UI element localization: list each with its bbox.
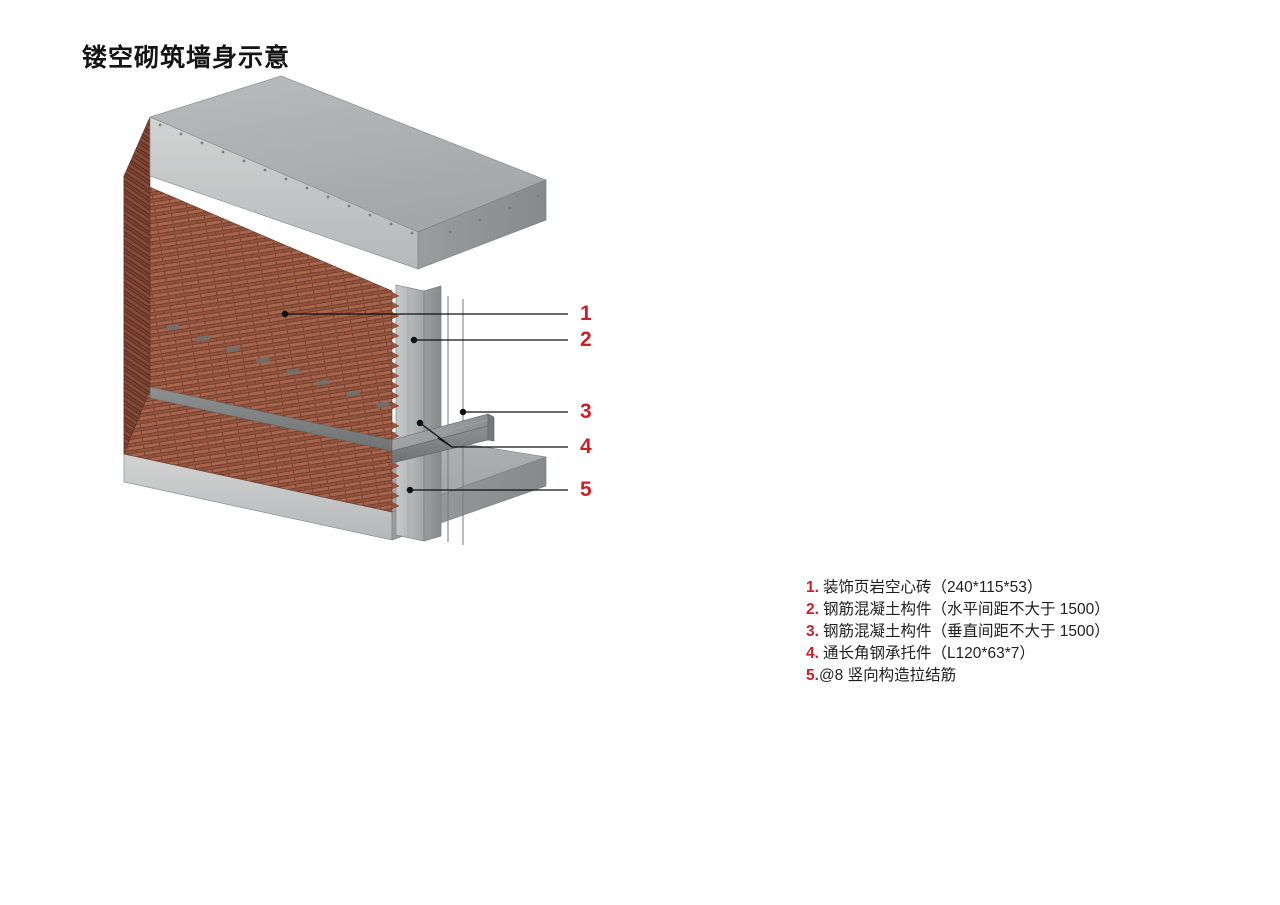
- leader-lines: [281, 310, 568, 494]
- legend-item-1: 1. 装饰页岩空心砖（240*115*53）: [806, 577, 1226, 599]
- top-slab: [148, 75, 547, 270]
- legend-text-3: 钢筋混凝土构件（垂直间距不大于 1500）: [822, 623, 1110, 640]
- leader-dot-3: [459, 408, 467, 416]
- legend-index-2: 2.: [806, 601, 819, 618]
- legend-text-4: 通长角钢承托件（L120*63*7）: [822, 645, 1035, 662]
- legend-item-5: 5. @8 竖向构造拉结筋: [806, 665, 1226, 687]
- callout-number-3: 3: [580, 400, 592, 423]
- legend-index-4: 4.: [806, 645, 819, 662]
- embedded-tie-anchors: [166, 324, 390, 408]
- legend-item-4: 4. 通长角钢承托件（L120*63*7）: [806, 643, 1226, 665]
- page-title: 镂空砌筑墙身示意: [82, 44, 291, 72]
- diagram-canvas: [123, 75, 568, 545]
- legend-text-1: 装饰页岩空心砖（240*115*53）: [822, 579, 1043, 596]
- callout-number-2: 2: [580, 328, 592, 351]
- legend-item-2: 2. 钢筋混凝土构件（水平间距不大于 1500）: [806, 599, 1226, 621]
- legend-index-1: 1.: [806, 579, 819, 596]
- concrete-column: [395, 284, 442, 542]
- legend-index-3: 3.: [806, 623, 819, 640]
- legend: 1. 装饰页岩空心砖（240*115*53） 2. 钢筋混凝土构件（水平间距不大…: [806, 577, 1226, 687]
- angle-steel-bracket: [149, 386, 495, 464]
- leader-dot-5: [406, 486, 414, 494]
- legend-item-3: 3. 钢筋混凝土构件（垂直间距不大于 1500）: [806, 621, 1226, 643]
- legend-text-2: 钢筋混凝土构件（水平间距不大于 1500）: [822, 601, 1110, 618]
- leader-dot-1: [281, 310, 289, 318]
- wall-section-diagram: 1 2 3 4 5: [0, 0, 660, 620]
- leader-dot-2: [410, 336, 418, 344]
- slab-anchor-dots: [158, 123, 540, 235]
- callout-number-5: 5: [580, 478, 592, 501]
- legend-index-5: 5.: [806, 667, 819, 684]
- legend-text-5: @8 竖向构造拉结筋: [818, 667, 957, 684]
- leader-line-4b: [437, 437, 453, 448]
- callout-number-4: 4: [580, 435, 592, 458]
- callout-number-1: 1: [580, 302, 592, 325]
- leader-dot-4: [416, 419, 424, 427]
